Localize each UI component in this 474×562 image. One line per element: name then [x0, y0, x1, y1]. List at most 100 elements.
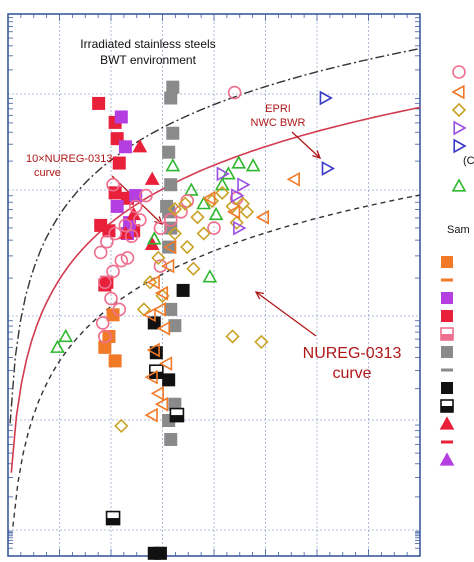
- legend-marker-diamond-olive: [451, 102, 467, 118]
- data-point-circle-pink: [153, 221, 168, 235]
- data-point-triangle-green: [146, 231, 162, 245]
- data-point-triangle-right-violet: [216, 166, 230, 182]
- data-point-triangle-right-violet: [233, 220, 247, 236]
- data-point-square-red: [92, 96, 106, 110]
- data-point-diamond-olive: [215, 185, 230, 200]
- tenx-label-line-1: 10×NUREG-0313: [26, 153, 113, 165]
- chart-title-line-1: Irradiated stainless steels: [80, 37, 215, 51]
- data-point-square-orange: [98, 340, 112, 354]
- data-point-square-orange: [102, 329, 116, 343]
- data-point-square-gray: [168, 397, 182, 411]
- data-point-diamond-olive: [225, 329, 240, 344]
- data-point-square-magenta: [114, 110, 128, 124]
- legend-marker-half-square-black-fill: [441, 406, 453, 412]
- data-point-triangle-left-orange: [144, 369, 158, 385]
- data-point-circle-pink: [98, 329, 112, 344]
- legend-marker-half-square-pink-fill: [441, 334, 453, 340]
- data-point-circle-pink: [93, 245, 108, 260]
- epri-arrow-head: [312, 150, 322, 160]
- data-point-triangle-left-orange: [142, 307, 156, 323]
- data-point-square-gray: [166, 126, 180, 140]
- legend-marker-square-red: [441, 310, 453, 322]
- data-point-triangle-right-violet: [231, 188, 245, 203]
- legend-marker-dash-orange: [441, 278, 453, 282]
- legend-marker-square-gray: [441, 346, 453, 358]
- data-point-triangle-left-orange: [150, 386, 164, 401]
- epri-nwc-bwr-curve: [10, 106, 421, 473]
- data-point-circle-pink: [174, 205, 188, 219]
- data-point-square-red: [108, 186, 122, 200]
- legend-marker-triangle-magenta: [439, 452, 455, 466]
- data-point-square-gray: [162, 205, 176, 219]
- data-point-triangle-right-blue: [321, 161, 335, 176]
- data-point-triangle-green: [208, 206, 224, 221]
- data-point-diamond-olive: [143, 275, 158, 290]
- legend-marker-square-black: [441, 382, 453, 394]
- data-point-circle-pink: [118, 218, 133, 233]
- data-point-square-gray: [168, 319, 182, 333]
- data-point-circle-pink: [98, 275, 112, 290]
- legend-marker-dash-red: [441, 440, 453, 444]
- data-point-diamond-olive: [190, 210, 205, 225]
- data-point-triangle-left-orange: [154, 396, 169, 412]
- legend-markers: [439, 65, 467, 466]
- data-points: [50, 80, 335, 560]
- legend-marker-circle-pink: [452, 65, 466, 79]
- data-point-half-square-black-fill: [106, 518, 120, 525]
- data-point-circle-pink: [128, 199, 143, 214]
- data-point-square-black: [153, 546, 167, 560]
- legend-marker-triangle-red: [439, 416, 455, 430]
- legend-marker-triangle-right-violet: [453, 120, 467, 136]
- legend-marker-triangle-green: [451, 178, 467, 192]
- epri-arrow: [291, 131, 321, 159]
- data-point-circle-pink: [108, 226, 122, 241]
- data-point-triangle-right-blue: [319, 90, 333, 106]
- data-point-square-black: [176, 283, 190, 297]
- data-point-triangle-left-orange: [255, 209, 270, 225]
- data-point-square-magenta: [110, 199, 124, 213]
- legend-marker-triangle-right-blue: [453, 138, 467, 154]
- data-point-circle-pink: [106, 177, 120, 192]
- data-point-diamond-olive: [178, 196, 193, 211]
- data-point-square-gray: [166, 80, 180, 94]
- data-point-square-gray: [164, 91, 178, 105]
- data-point-triangle-left-orange: [163, 239, 177, 255]
- data-point-triangle-red: [144, 171, 160, 185]
- data-point-triangle-green: [50, 339, 65, 353]
- curves: [9, 47, 421, 527]
- data-point-triangle-left-orange: [286, 171, 300, 187]
- data-point-circle-pink: [100, 234, 114, 249]
- data-point-circle-pink: [104, 291, 118, 306]
- data-point-diamond-olive: [196, 226, 211, 241]
- data-point-triangle-green: [221, 166, 236, 180]
- legend-fragment-sam: Sam: [447, 224, 470, 236]
- data-point-triangle-left-orange: [161, 258, 175, 274]
- data-point-diamond-olive: [167, 226, 182, 241]
- data-point-triangle-green: [196, 196, 212, 210]
- data-point-circle-pink: [120, 251, 135, 265]
- nureg-arrow-head: [254, 291, 264, 300]
- data-point-triangle-left-orange: [202, 190, 216, 206]
- data-point-triangle-left-orange: [144, 407, 158, 423]
- legend-marker-square-orange: [441, 256, 453, 268]
- data-point-square-orange: [106, 308, 120, 322]
- data-point-circle-pink: [133, 213, 147, 227]
- data-point-triangle-left-orange: [226, 204, 241, 220]
- data-point-square-magenta: [129, 189, 143, 203]
- chart-title-line-2: BWT environment: [100, 53, 196, 67]
- epri-label-line-1: EPRI: [265, 103, 291, 115]
- data-point-triangle-left-orange: [158, 356, 173, 371]
- data-point-triangle-green: [231, 155, 247, 169]
- data-point-triangle-left-orange: [154, 285, 169, 301]
- data-point-square-magenta: [118, 140, 132, 154]
- data-point-diamond-olive: [186, 261, 201, 276]
- data-point-circle-pink: [95, 316, 110, 330]
- plot-frame: [7, 13, 421, 557]
- data-point-square-gray: [162, 145, 176, 159]
- data-point-triangle-left-orange: [152, 302, 167, 317]
- plot-grid: [7, 13, 421, 557]
- data-point-triangle-left-orange: [146, 342, 160, 358]
- data-point-circle-pink: [106, 264, 120, 279]
- data-point-circle-pink: [153, 259, 168, 273]
